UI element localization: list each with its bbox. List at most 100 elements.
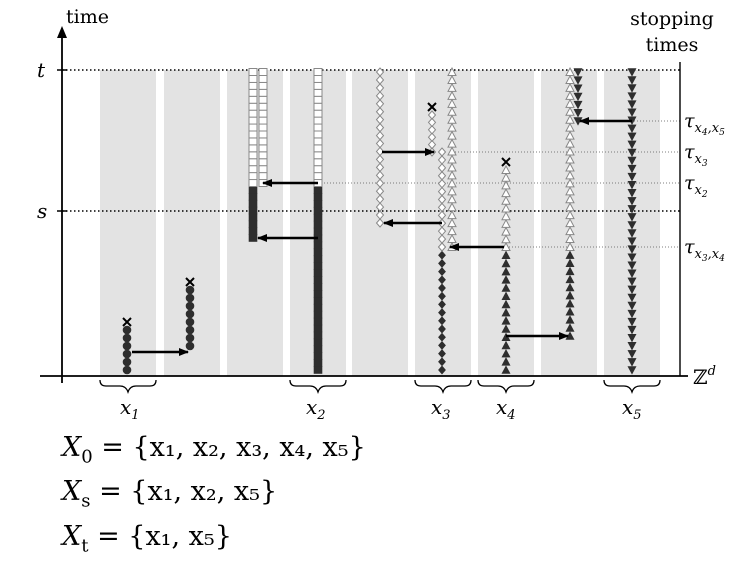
particle-x2	[313, 241, 323, 250]
particle-x2-ghost	[313, 123, 323, 132]
branching-particle-diagram: time stopping times t s ℤd τx4,x5 τx3 τx…	[37, 6, 725, 423]
particle-x2-branch-a-ghost	[248, 130, 258, 139]
particle-x2-ghost	[313, 151, 323, 160]
particle-x4-branch-b	[565, 258, 575, 267]
particle-x3-ghost	[437, 194, 447, 205]
particle-x3-ghost	[437, 210, 447, 221]
particle-x3-branch-b	[375, 122, 385, 133]
set-name: X	[62, 520, 82, 552]
particle-x2-branch-a-ghost	[248, 116, 258, 125]
jump-arrows	[132, 117, 632, 356]
particle-x2-branch-b	[258, 151, 268, 160]
particle-x4-branch	[447, 74, 457, 84]
particle-x2-branch-b	[258, 109, 268, 118]
particle-x4-branch	[447, 178, 457, 188]
particle-x4-ghost	[501, 226, 511, 236]
time-level-t-label: t	[37, 58, 46, 82]
particle-x2-branch-a	[248, 220, 258, 229]
death-cross-x1-branch	[185, 277, 195, 287]
particle-x4-branch-b-ghost	[565, 146, 575, 156]
particle-x2-branch-a-ghost	[248, 172, 258, 181]
particle-x3	[438, 275, 446, 285]
particle-x3-branch-b	[375, 106, 385, 117]
particle-x4-branch-b	[565, 323, 575, 332]
particle-x2-branch-a	[248, 227, 258, 235]
particle-x3-ghost	[437, 163, 447, 173]
particle-x4-branch	[447, 98, 457, 108]
site-labels: x1 x2 x3 x4 x5	[120, 395, 642, 423]
particle-x3-branch-b	[375, 194, 385, 204]
particle-x4	[501, 357, 511, 366]
particle-x4-branch-b-ghost	[565, 98, 575, 108]
particle-x4-branch	[447, 202, 457, 212]
particle-x4-ghost	[501, 188, 511, 198]
particle-x4-branch-b	[565, 315, 575, 324]
space-axis-label: ℤd	[693, 364, 716, 389]
particle-x2-ghost	[313, 144, 323, 153]
particle-x2-ghost	[313, 68, 323, 76]
particle-x2	[313, 193, 323, 201]
particle-x4-branch	[447, 154, 457, 164]
particle-x3	[438, 258, 446, 268]
particle-x4-branch	[447, 170, 457, 180]
set-rhs: = {x₁, x₂, x₃, x₄, x₅}	[101, 432, 366, 463]
particle-x3-ghost	[437, 155, 447, 165]
particle-x2-branch-a-ghost	[248, 81, 258, 90]
particle-x2-branch-a	[248, 199, 258, 208]
particle-x4-branch-b-ghost	[565, 90, 575, 100]
particle-x1	[122, 341, 132, 351]
particle-x4-branch-b	[565, 274, 575, 284]
particle-x3-branch-b	[375, 114, 385, 125]
set-sub: s	[81, 490, 91, 512]
particle-x4-branch-b-ghost	[565, 170, 575, 180]
death-cross-x1	[122, 317, 132, 327]
particle-x2	[313, 296, 323, 305]
stopping-time-label-4: τx3,x4	[684, 236, 725, 264]
particle-x3	[438, 357, 446, 367]
particle-x2-branch-b	[258, 102, 268, 111]
particle-sets: X0 = {x₁, x₂, x₃, x₄, x₅} Xs = {x₁, x₂, …	[62, 430, 366, 563]
particle-x4-branch-b	[565, 298, 575, 308]
particle-x2-branch-a-ghost	[248, 144, 258, 153]
set-name: X	[62, 476, 82, 508]
particle-x2	[313, 199, 323, 208]
particle-trajectories	[122, 66, 637, 375]
stopping-time-label-3: τx2	[684, 172, 708, 200]
particle-x2-ghost	[313, 109, 323, 118]
particle-x5-branch	[573, 109, 583, 118]
particle-x3-branch-b	[375, 210, 385, 220]
brace-x1	[99, 379, 157, 395]
particle-x4-branch-b-ghost	[565, 66, 575, 76]
particle-x3	[438, 267, 446, 277]
particle-x2	[313, 262, 323, 270]
particle-x4	[501, 250, 511, 259]
particle-x4-branch	[447, 210, 457, 220]
particle-x4-branch-b	[565, 250, 575, 259]
particle-x3-branch-b	[375, 130, 385, 141]
particle-x2-branch-a-ghost	[248, 74, 258, 83]
particle-x2-branch-b	[258, 81, 268, 90]
particle-x4-branch	[447, 82, 457, 92]
particle-x4-branch-b-ghost	[565, 233, 575, 244]
particle-x4-branch	[447, 186, 457, 196]
particle-x4-branch-b-ghost	[565, 194, 575, 204]
particle-x3-branch-b	[375, 170, 385, 181]
particle-x4	[501, 299, 511, 309]
particle-x4-branch	[447, 130, 457, 140]
particle-x2-branch-b	[258, 68, 268, 76]
particle-x4-branch-b-ghost	[565, 138, 575, 148]
particle-x2-branch-a	[248, 213, 258, 222]
particle-x1	[122, 325, 132, 335]
particle-x2	[313, 276, 323, 284]
particle-x2	[313, 290, 323, 298]
particle-x5-branch	[573, 92, 583, 102]
set-rhs: = {x₁, x₅}	[97, 520, 232, 552]
particle-x2	[313, 248, 323, 257]
particle-x3-ghost	[437, 147, 447, 157]
particle-x4	[501, 307, 511, 317]
set-rhs: = {x₁, x₂, x₅}	[99, 476, 278, 508]
particle-x2-branch-b	[258, 74, 268, 83]
site-band-1	[100, 70, 156, 376]
death-cross-x4	[501, 157, 511, 167]
particle-x2-branch-a-ghost	[248, 88, 258, 97]
